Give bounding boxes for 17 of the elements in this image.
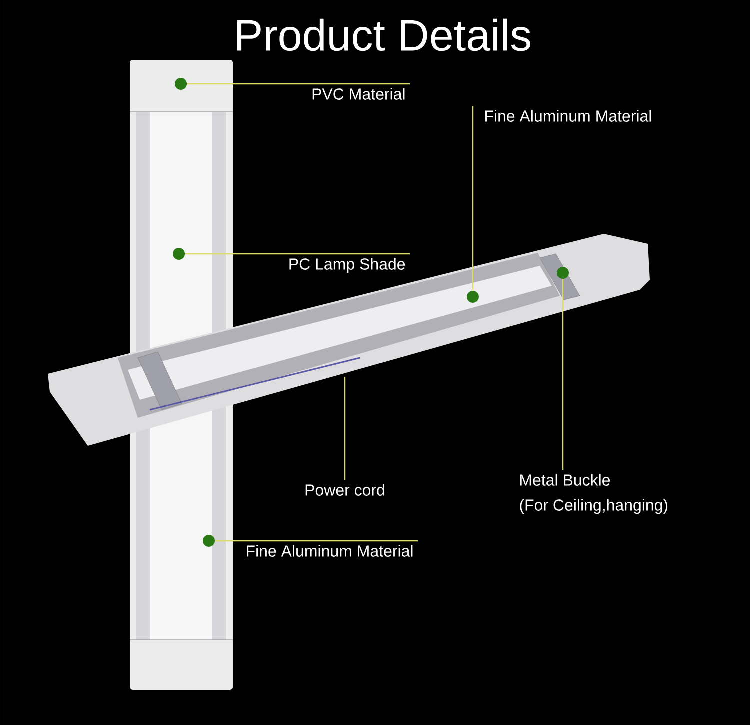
callout-label: Power cord — [306, 484, 384, 496]
marker-dot — [203, 535, 215, 547]
leader-line — [185, 253, 410, 255]
callout-label: PVC Material — [312, 88, 405, 100]
leader-line — [344, 377, 346, 480]
marker-dot — [467, 291, 479, 303]
leader-line — [215, 540, 418, 542]
leader-line — [187, 83, 410, 85]
callout-label: PC Lamp Shade — [290, 258, 406, 274]
marker-dot — [173, 248, 185, 260]
marker-dot — [557, 267, 569, 279]
leader-line — [562, 279, 564, 470]
callout-label: Fine Aluminum Material — [247, 545, 413, 557]
title: Product Details — [237, 18, 530, 52]
callout-label: Fine Aluminum Material — [486, 110, 652, 122]
marker-dot — [175, 78, 187, 90]
callout-label: Metal Buckle (For Ceiling,hanging) — [520, 474, 668, 514]
